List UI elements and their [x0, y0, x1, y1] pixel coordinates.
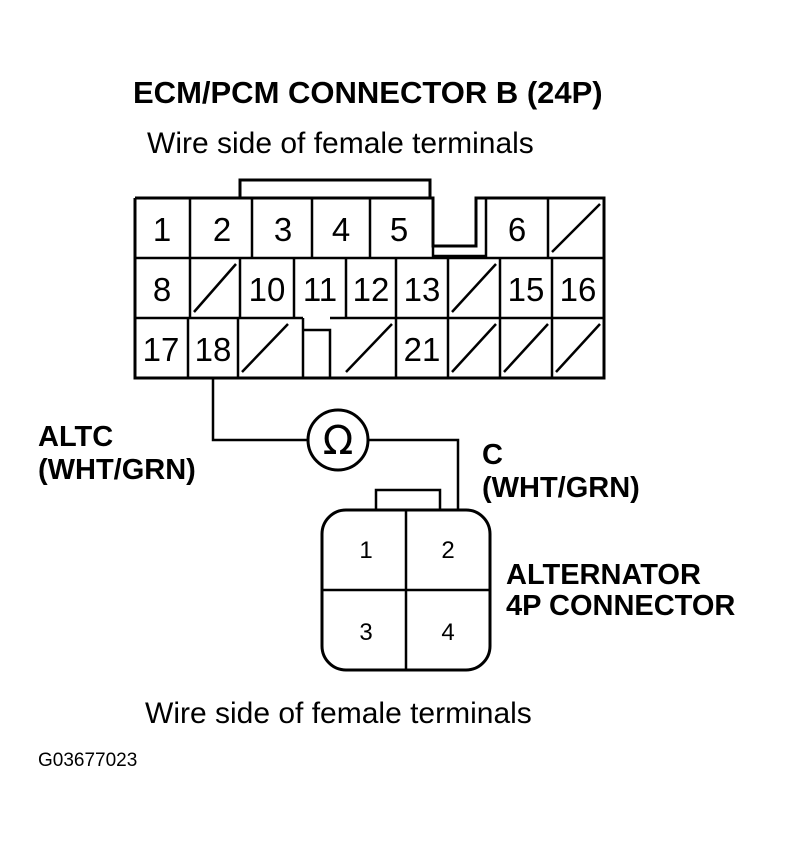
empty-cavity — [193, 263, 237, 313]
empty-cavity — [555, 323, 601, 373]
ecm-connector-outline — [133, 196, 606, 380]
c-wire — [368, 438, 460, 510]
ecm-pin-label: 16 — [560, 271, 597, 308]
empty-cavity — [451, 323, 497, 373]
altc-wire-color: (WHT/GRN) — [38, 454, 196, 486]
alternator-pin-label: 2 — [441, 537, 454, 564]
ecm-pin-label: 10 — [249, 271, 286, 308]
empty-cavity — [451, 263, 497, 313]
ecm-pin-label: 4 — [332, 211, 350, 248]
ecm-connector-title: ECM/PCM CONNECTOR B (24P) — [133, 75, 603, 110]
alternator-connector-title-line2: 4P CONNECTOR — [506, 590, 735, 622]
figure-code: G03677023 — [38, 750, 137, 771]
ecm-pin-label: 15 — [508, 271, 545, 308]
ecm-pin-label: 6 — [508, 211, 526, 248]
alternator-connector-subtitle: Wire side of female terminals — [145, 697, 532, 730]
ecm-connector-key-slot — [431, 198, 488, 258]
empty-cavity — [345, 323, 393, 373]
alternator-pin-label: 3 — [359, 619, 372, 646]
ecm-connector: 1 2 3 4 5 6 8 10 11 12 13 15 16 17 18 21 — [133, 178, 606, 380]
empty-cavity — [503, 323, 549, 373]
ecm-connector-subtitle: Wire side of female terminals — [147, 127, 534, 160]
alternator-connector-title-line1: ALTERNATOR — [506, 559, 701, 591]
test-circuit: Ω — [211, 378, 460, 510]
altc-wire-label: ALTC — [38, 421, 113, 453]
ecm-pin-label: 13 — [404, 271, 441, 308]
alternator-connector-lock-tab — [374, 488, 442, 510]
altc-wire — [211, 378, 308, 442]
ecm-pin-label: 18 — [195, 331, 232, 368]
alternator-pin-label: 4 — [441, 619, 454, 646]
alternator-connector: 1 2 3 4 — [320, 488, 492, 672]
ecm-pin-label: 2 — [213, 211, 231, 248]
alternator-pin-label: 1 — [359, 537, 372, 564]
ecm-pin-label: 17 — [143, 331, 180, 368]
ecm-pin-label: 8 — [153, 271, 171, 308]
ohmmeter-icon: Ω — [306, 408, 370, 472]
ecm-pin-label: 12 — [353, 271, 390, 308]
c-wire-label: C — [482, 439, 503, 471]
ecm-pin-label: 11 — [303, 271, 337, 308]
ecm-pin-label: 3 — [274, 211, 292, 248]
empty-cavity — [241, 323, 289, 373]
ecm-pin-label: 21 — [404, 331, 441, 368]
ecm-connector-lock-tab — [238, 178, 432, 198]
ohm-symbol: Ω — [323, 418, 354, 464]
ecm-pin-label: 1 — [153, 211, 171, 248]
empty-cavity — [551, 203, 601, 253]
c-wire-color: (WHT/GRN) — [482, 472, 640, 504]
ecm-pin-label: 5 — [390, 211, 408, 248]
